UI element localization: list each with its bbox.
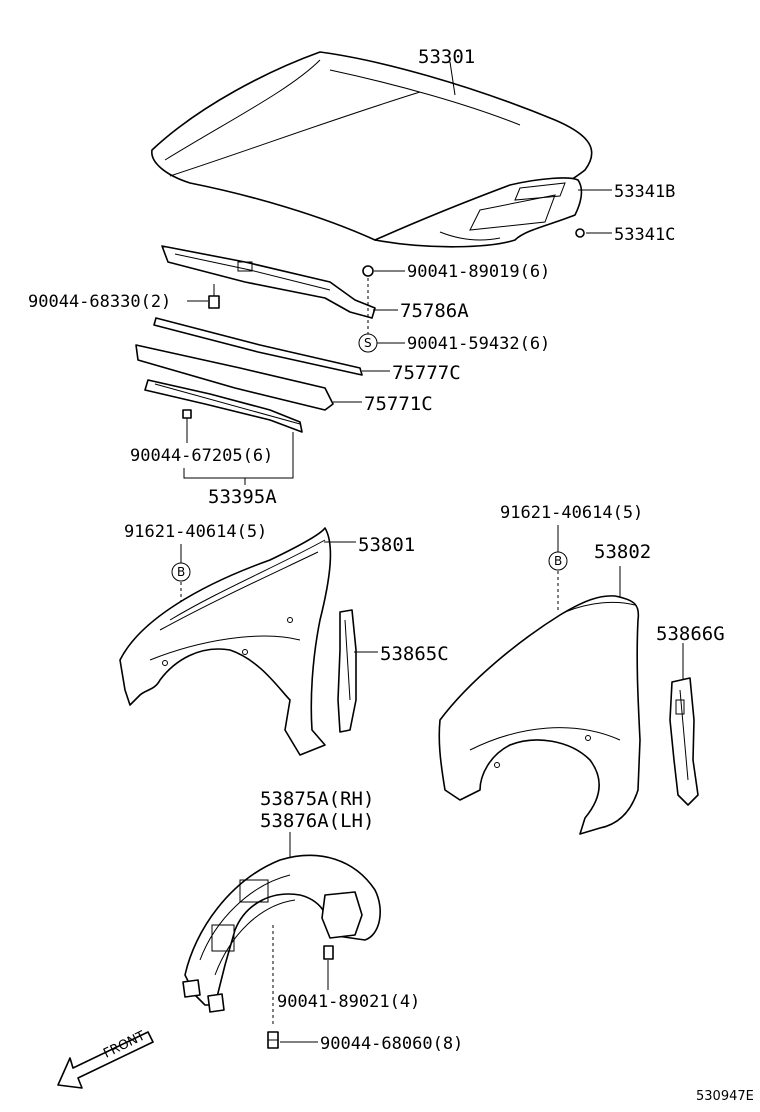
label-seal-long: 75777C [392,362,461,384]
fender-rh-part[interactable] [119,527,332,756]
svg-text:B: B [177,565,185,579]
label-hood-clip: 53341C [614,225,675,245]
fender-liner-part[interactable] [182,854,381,1013]
svg-text:S: S [364,336,372,350]
hood-part[interactable] [151,51,593,241]
nut-liner-part[interactable] [323,945,334,960]
label-clip-six: 90044-67205(6) [130,446,273,466]
clip-eight-part[interactable] [267,1031,279,1049]
label-nut-liner: 90041-89021(4) [277,992,420,1012]
label-bolt-b-right: 91621-40614(5) [500,503,643,523]
nut-top-part[interactable] [362,265,374,277]
label-liner-lh: 53876A(LH) [260,810,374,832]
seal-lower-part[interactable] [135,344,334,433]
fender-seal-lh-part[interactable] [669,677,699,806]
label-liner-rh: 53875A(RH) [260,788,374,810]
clip-left-part[interactable] [208,284,220,309]
label-seal-lower: 75771C [364,393,433,415]
svg-text:B: B [554,554,562,568]
hood-seal-upper-part[interactable] [161,245,376,319]
label-nut-top: 90041-89019(6) [407,262,550,282]
label-clip-eight: 90044-68060(8) [320,1034,463,1054]
seal-long-part[interactable] [153,317,363,376]
label-fender-seal-rh: 53865C [380,643,449,665]
label-hood-seal-upper: 75786A [400,300,469,322]
hood-insulator-part[interactable] [374,177,583,248]
bolt-b-right-symbol: B [548,551,568,571]
label-bolt-b-left: 91621-40614(5) [124,522,267,542]
fender-seal-rh-part[interactable] [337,609,357,733]
bolt-b-left-symbol: B [171,562,191,582]
label-hood: 53301 [418,46,475,68]
diagram-id: 530947E [696,1089,754,1104]
label-front: FRONT [101,1029,148,1062]
label-fender-rh: 53801 [358,534,415,556]
label-clip-left: 90044-68330(2) [28,292,171,312]
label-hood-insulator: 53341B [614,182,675,202]
screw-s-symbol: S [358,333,378,353]
fender-lh-part[interactable] [438,595,641,835]
label-fender-lh: 53802 [594,541,651,563]
hood-clip-part[interactable] [575,228,585,238]
label-seal-set: 53395A [208,486,277,508]
clip-six-part[interactable] [182,409,192,443]
front-arrow-icon [57,1031,154,1089]
label-screw-s: 90041-59432(6) [407,334,550,354]
label-fender-seal-lh: 53866G [656,623,725,645]
